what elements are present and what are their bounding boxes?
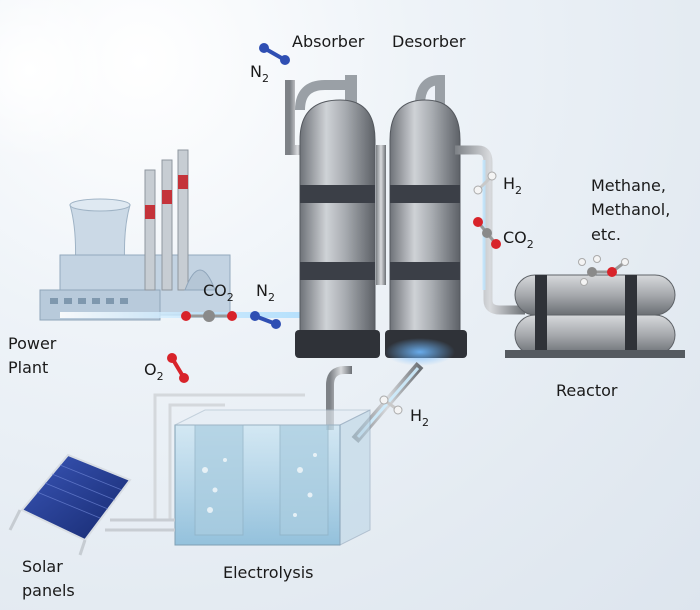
n2-molecule-top (259, 43, 290, 65)
solar-panel (8, 453, 175, 556)
absorber-label: Absorber (292, 32, 365, 51)
h2-formula-top-base: H (503, 174, 516, 193)
co2-formula-right: CO2 (503, 228, 534, 251)
products-label-line2: Methanol, (591, 200, 671, 219)
solar-label-line2: panels (22, 581, 75, 600)
co2-molecule-plant (181, 310, 237, 322)
solar-label-line1: Solar (22, 557, 63, 576)
electrolysis-unit (153, 366, 371, 546)
o2-formula-base: O (144, 360, 157, 379)
o2-formula-sub: 2 (156, 370, 164, 383)
electrolysis-label: Electrolysis (223, 563, 314, 582)
o2-molecule (167, 353, 189, 383)
power-plant-label-line2: Plant (8, 358, 49, 377)
co2-formula-right-sub: 2 (526, 238, 534, 251)
n2-formula-top: N2 (250, 62, 269, 85)
products-label-line3: etc. (591, 225, 621, 244)
h2-formula-bottom-base: H (410, 406, 423, 425)
n2-formula-plant-base: N (256, 281, 268, 300)
h2-molecule-bottom (379, 395, 403, 415)
n2-molecule-plant (250, 311, 281, 329)
n2-formula-top-base: N (250, 62, 262, 81)
power-plant-illustration (39, 149, 310, 321)
reactor-label: Reactor (556, 381, 618, 400)
h2-formula-top: H2 (503, 174, 522, 197)
h2-formula-top-sub: 2 (515, 184, 523, 197)
co2-formula-plant-base: CO (203, 281, 227, 300)
connecting-pipe (376, 145, 386, 285)
co2-formula-plant: CO2 (203, 281, 234, 304)
products-label-line1: Methane, (591, 176, 666, 195)
h2-formula-bottom-sub: 2 (422, 416, 430, 429)
sun-glare (0, 0, 120, 160)
methanol-molecule (578, 255, 629, 286)
co2-formula-plant-sub: 2 (226, 291, 234, 304)
n2-formula-plant-sub: 2 (267, 291, 275, 304)
h2-formula-bottom: H2 (410, 406, 429, 429)
co2-formula-right-base: CO (503, 228, 527, 247)
o2-formula: O2 (144, 360, 164, 383)
co2-molecule-right (473, 217, 501, 249)
desorber-tower (385, 74, 467, 366)
desorber-label: Desorber (392, 32, 466, 51)
n2-formula-plant: N2 (256, 281, 275, 304)
n2-formula-top-sub: 2 (261, 72, 269, 85)
absorber-tower (285, 75, 380, 358)
power-plant-label-line1: Power (8, 334, 57, 353)
h2-molecule-top (473, 171, 497, 195)
reactor-vessels (505, 274, 685, 358)
